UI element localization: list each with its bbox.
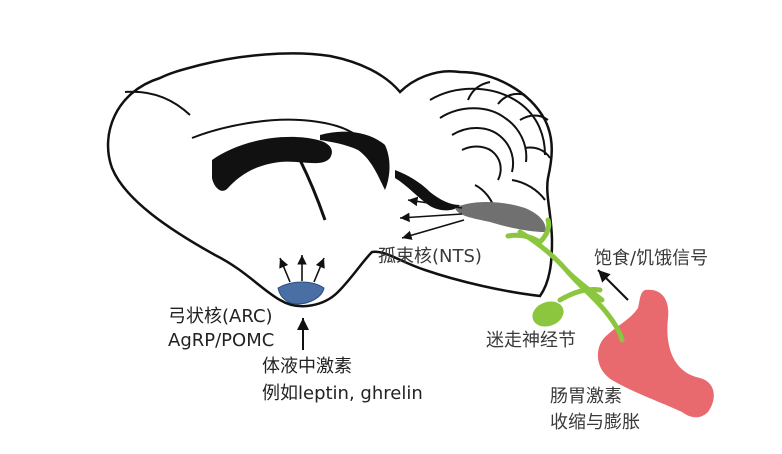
fornix (298, 159, 327, 221)
signal-label: 饱食/饥饿信号 (594, 248, 709, 269)
signal-arrow (597, 269, 629, 301)
gut-mechanical-label: 收缩与膨胀 (550, 412, 640, 433)
stomach (597, 289, 714, 418)
nts-output-arrows (399, 196, 465, 240)
brain-outline (106, 52, 554, 308)
humoral-hormone-title: 体液中激素 (262, 356, 352, 377)
midbrain-ventricle (395, 170, 460, 211)
hippocampus (320, 131, 390, 190)
vagus-nerve (505, 217, 625, 343)
nts-label: 孤束核(NTS) (378, 246, 482, 267)
olfactory-groove (124, 90, 191, 116)
cerebellum (429, 81, 551, 211)
arc-output-arrows (279, 255, 325, 283)
nts-region (455, 202, 546, 232)
vagal-ganglion (532, 301, 564, 327)
humoral-hormone-examples: 例如leptin, ghrelin (262, 383, 423, 404)
vagal-ganglion-label: 迷走神经节 (486, 330, 576, 351)
cortex-inner-line (191, 118, 361, 139)
arc-region (277, 281, 325, 305)
arc-label: 弓状核(ARC) (168, 306, 273, 327)
arc-neurons-label: AgRP/POMC (168, 330, 275, 351)
gut-hormones-label: 肠胃激素 (550, 386, 622, 407)
corpus-callosum (212, 136, 332, 191)
